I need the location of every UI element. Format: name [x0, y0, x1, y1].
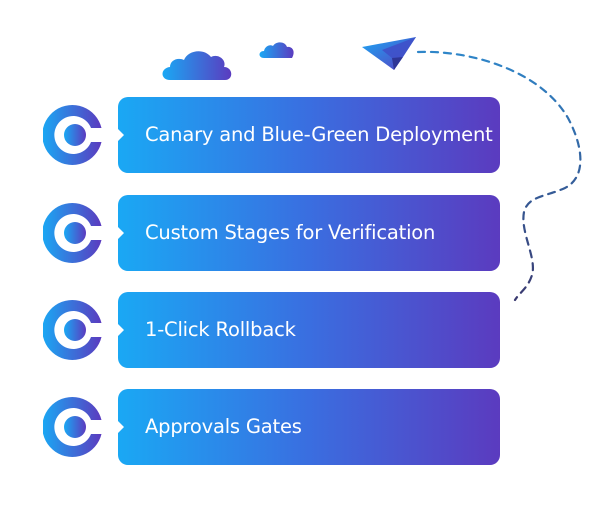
- paper-plane-icon: [362, 37, 416, 70]
- cloud-icon: [162, 51, 232, 80]
- feature-card-background: [118, 195, 500, 271]
- feature-card-background: [118, 97, 500, 173]
- feature-row-1: Canary and Blue-Green Deployment: [38, 97, 502, 173]
- cloud-icon: [259, 42, 294, 58]
- feature-card-background: [118, 292, 500, 368]
- feature-card[interactable]: Approvals Gates: [118, 389, 500, 465]
- feature-label: Custom Stages for Verification: [145, 221, 436, 244]
- feature-row-3: 1-Click Rollback: [38, 292, 502, 368]
- feature-label: Approvals Gates: [145, 415, 302, 438]
- feature-card-background: [118, 389, 500, 465]
- feature-row-2: Custom Stages for Verification: [38, 195, 502, 271]
- feature-card[interactable]: Canary and Blue-Green Deployment: [118, 97, 500, 173]
- circle-c-icon: [43, 203, 102, 263]
- circle-c-icon: [43, 105, 102, 165]
- circle-c-icon: [43, 300, 102, 360]
- feature-label: 1-Click Rollback: [145, 318, 296, 341]
- feature-card[interactable]: Custom Stages for Verification: [118, 195, 500, 271]
- circle-c-icon: [43, 397, 102, 457]
- feature-card[interactable]: 1-Click Rollback: [118, 292, 500, 368]
- feature-label: Canary and Blue-Green Deployment: [145, 123, 493, 146]
- feature-row-4: Approvals Gates: [38, 389, 502, 465]
